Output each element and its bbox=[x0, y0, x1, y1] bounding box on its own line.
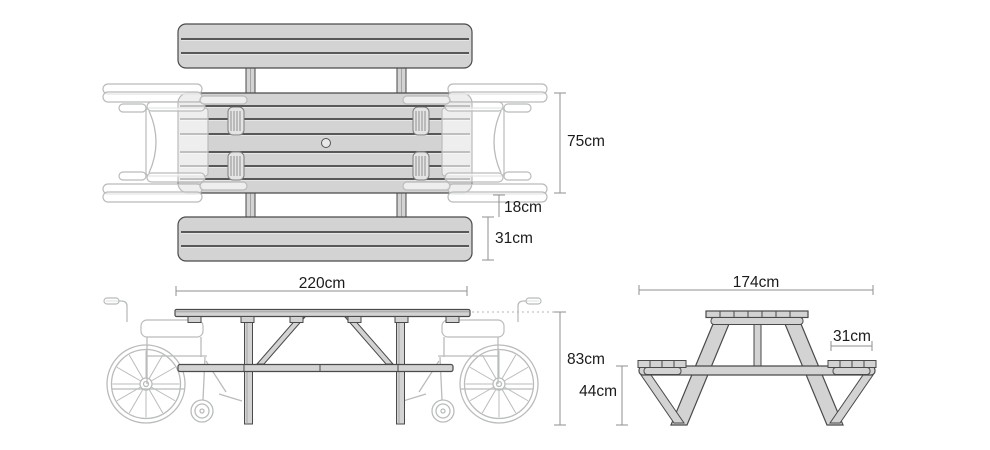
side-table-length-label: 220cm bbox=[299, 275, 346, 292]
side-seat-rail bbox=[177, 363, 454, 373]
dim-end-bench-depth: 31cm bbox=[830, 328, 873, 351]
parasol-hole bbox=[321, 138, 331, 148]
dim-seat-height: 44cm bbox=[579, 365, 628, 426]
end-table-top bbox=[705, 310, 809, 325]
side-braces bbox=[255, 316, 395, 365]
side-seat-height-label: 44cm bbox=[579, 383, 617, 400]
plan-bench-depth-label: 31cm bbox=[495, 230, 533, 247]
end-braces bbox=[640, 374, 874, 424]
end-overall-width-label: 174cm bbox=[733, 274, 780, 291]
side-view: 220cm 83cm 44cm bbox=[103, 275, 628, 426]
end-bench-left bbox=[637, 360, 687, 375]
plan-view: 75cm 18cm 31cm bbox=[102, 23, 605, 262]
end-dimensions: 174cm 31cm bbox=[638, 274, 874, 351]
dim-table-length: 220cm bbox=[175, 275, 468, 296]
plan-table-top bbox=[177, 92, 473, 194]
end-centre-post bbox=[753, 323, 762, 369]
dim-table-width: 75cm bbox=[554, 92, 605, 194]
end-table-batten bbox=[710, 317, 804, 325]
end-bench-right bbox=[827, 360, 877, 375]
end-seat-rail bbox=[638, 365, 876, 376]
dim-overall-width: 174cm bbox=[638, 274, 874, 295]
side-cleats bbox=[187, 316, 460, 323]
side-table-top bbox=[174, 308, 471, 323]
plan-bottom-bench bbox=[177, 216, 473, 262]
plan-dimensions: 75cm 18cm 31cm bbox=[482, 92, 605, 261]
plan-table-width-label: 75cm bbox=[567, 133, 605, 150]
dim-plan-bench-depth: 31cm bbox=[482, 216, 533, 261]
plan-leg-brackets bbox=[227, 106, 430, 181]
dim-table-height: 83cm bbox=[554, 311, 605, 426]
end-bench-depth-label: 31cm bbox=[833, 328, 871, 345]
end-view: 174cm 31cm bbox=[637, 274, 877, 426]
side-table-height-label: 83cm bbox=[567, 351, 605, 368]
plan-top-bench bbox=[177, 23, 473, 69]
plan-bench-gap-label: 18cm bbox=[504, 199, 542, 216]
side-dimensions: 220cm 83cm 44cm bbox=[175, 275, 628, 426]
dim-bench-gap: 18cm bbox=[493, 194, 542, 217]
